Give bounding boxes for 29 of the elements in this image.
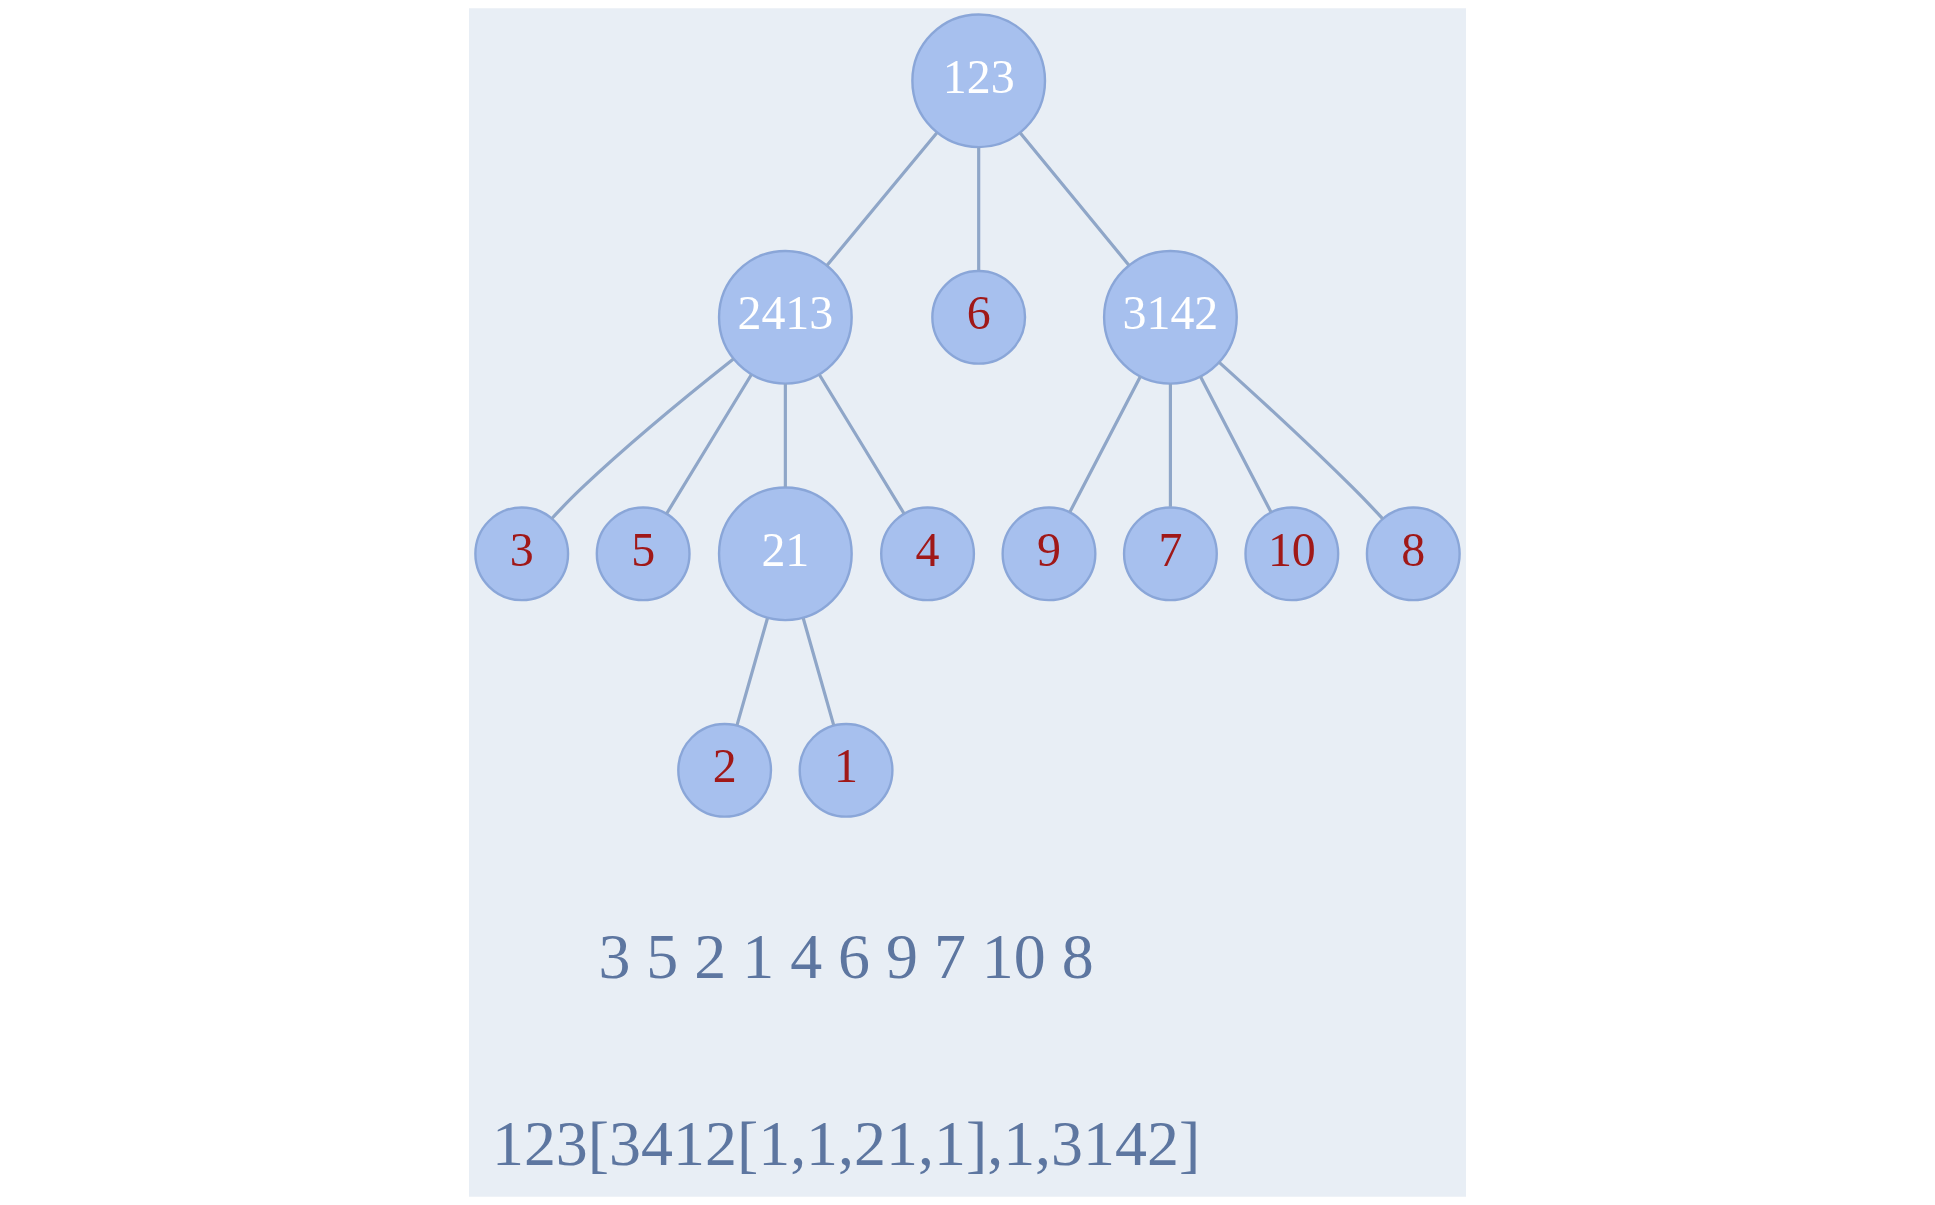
connector [1019, 132, 1131, 267]
label: 3 5 2 1 4 6 9 7 10 8 [598, 920, 1094, 992]
node-circle: 9 [1001, 506, 1097, 602]
connector [1199, 375, 1273, 513]
node-circle: 3142 [1102, 249, 1238, 385]
connector [1218, 361, 1384, 520]
node-circle: 21 [717, 486, 853, 622]
node-circle: 2 [677, 722, 773, 818]
connector [825, 132, 938, 267]
node-circle: 7 [1122, 506, 1218, 602]
connector [801, 617, 836, 726]
connector [977, 147, 981, 271]
node-circle: 123 [911, 13, 1047, 149]
node-circle: 5 [595, 506, 691, 602]
node-circle: 4 [880, 506, 976, 602]
node-circle: 1 [798, 722, 894, 818]
connector [1068, 375, 1142, 513]
node-circle: 6 [931, 269, 1027, 365]
node-circle: 8 [1365, 506, 1461, 602]
node-circle: 3 [474, 506, 570, 602]
node-circle: 2413 [717, 249, 853, 385]
connector [818, 373, 906, 515]
node-circle: 10 [1244, 506, 1340, 602]
connector [1168, 383, 1172, 507]
label: 123[3412[1,1,21,1],1,3142] [491, 1107, 1201, 1179]
connector [550, 357, 735, 520]
connector [783, 383, 787, 488]
connector [665, 373, 753, 515]
connector [735, 617, 769, 726]
